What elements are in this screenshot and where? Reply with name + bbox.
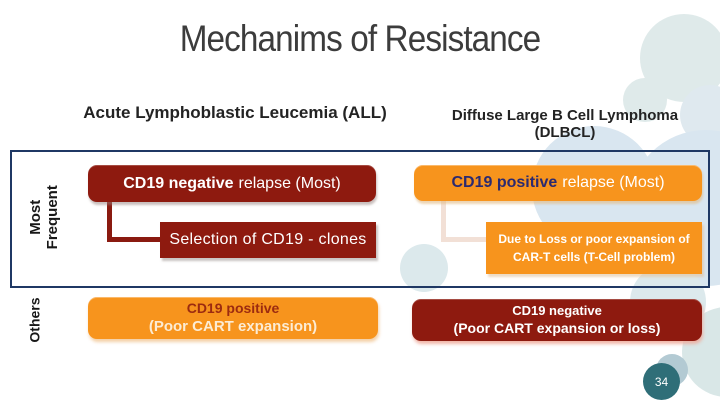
row-label-others: Others: [5, 288, 65, 353]
box-all-relapse-highlight: CD19 negative: [123, 174, 234, 192]
row-label-others-text: Others: [26, 297, 43, 344]
box-dlbcl-relapse-highlight: CD19 positive: [451, 174, 558, 191]
box-dlbcl-mechanism-line2: CAR-T cells (T-Cell problem): [512, 250, 676, 264]
box-dlbcl-mechanism: Due to Loss or poor expansion of CAR-T c…: [486, 222, 702, 274]
box-all-others: CD19 positive (Poor CART expansion): [88, 297, 378, 339]
decorative-circle: [400, 244, 448, 292]
box-all-others-line1: CD19 positive: [186, 299, 280, 316]
box-all-mechanism: Selection of CD19 - clones: [160, 222, 376, 258]
connector-right-horizontal: [441, 237, 486, 242]
box-dlbcl-others-line1: CD19 negative: [512, 302, 602, 318]
box-dlbcl-relapse-rest: relapse (Most): [562, 174, 665, 191]
row-label-most-line2: Frequent: [43, 185, 61, 250]
decorative-circle: [623, 78, 667, 122]
most-frequent-frame: [10, 150, 710, 288]
page-number-badge: 34: [643, 363, 680, 400]
slide-title: Mechanims of Resistance: [179, 18, 541, 59]
connector-right-vertical: [441, 200, 446, 242]
box-dlbcl-others: CD19 negative (Poor CART expansion or lo…: [412, 299, 702, 341]
connector-left-vertical: [107, 200, 112, 242]
column-header-dlbcl: Diffuse Large B Cell Lymphoma (DLBCL): [451, 107, 679, 141]
connector-left-horizontal: [107, 237, 160, 242]
box-all-relapse-rest: relapse (Most): [238, 174, 341, 192]
row-label-most-frequent: Most Frequent: [8, 155, 80, 280]
row-label-most-line1: Most: [26, 200, 44, 236]
box-dlbcl-mechanism-line1: Due to Loss or poor expansion of: [498, 232, 690, 246]
column-header-all: Acute Lymphoblastic Leucemia (ALL): [83, 103, 387, 122]
box-all-others-line2: (Poor CART expansion): [148, 318, 318, 336]
box-dlbcl-others-line2: (Poor CART expansion or loss): [453, 320, 661, 337]
